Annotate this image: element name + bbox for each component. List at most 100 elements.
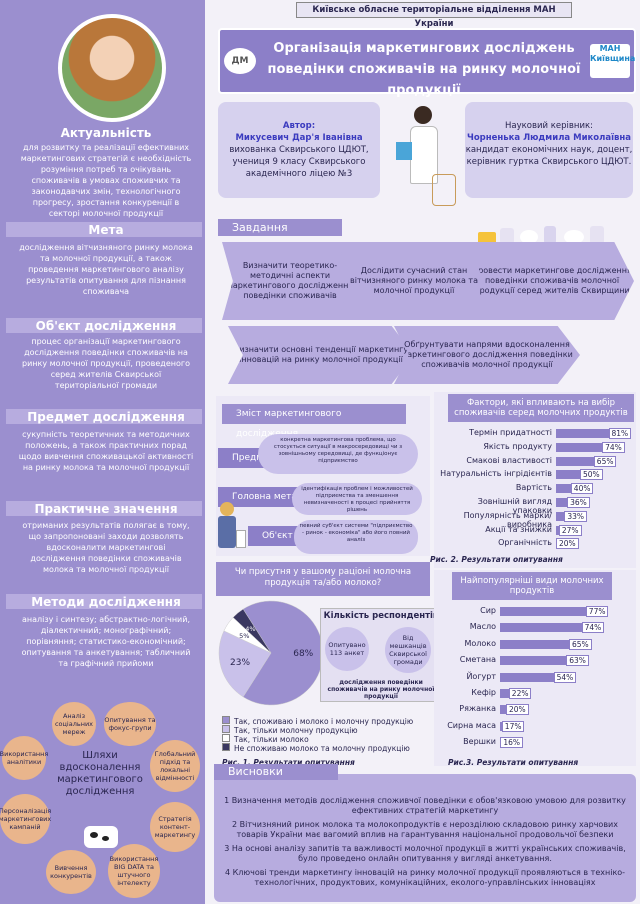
- object-title: Об'єкт дослідження: [35, 319, 177, 333]
- bar: [556, 456, 616, 466]
- bar-value: 17%: [501, 720, 525, 732]
- pie-label: 68%: [293, 649, 313, 659]
- bar-value: 77%: [585, 606, 609, 617]
- bar-label: Термін придатності: [469, 428, 552, 437]
- legend-item: Так, тільки молочну продукцію: [222, 725, 358, 735]
- popular-title: Найпопулярніші види молочних продуктів: [452, 572, 612, 600]
- bar: [500, 623, 604, 633]
- author-label: Автор:: [282, 121, 316, 131]
- way-item: Опитування та фокус-групи: [104, 702, 156, 746]
- pie-label: 4%: [245, 625, 255, 633]
- way-item: Аналіз соціальних мереж: [52, 702, 96, 746]
- legend-item: Не споживаю молоко та молочну продукцію: [222, 743, 410, 753]
- cow-illustration: [84, 826, 118, 848]
- goal-band: [6, 222, 202, 237]
- woman-illustration: [392, 102, 458, 222]
- legend-label: Так, тільки молоко: [234, 735, 309, 744]
- org-bar: Київське обласне територіальне відділенн…: [296, 2, 572, 29]
- conclusion-item: 4 Ключові тренди маркетингу інновацій на…: [224, 868, 626, 887]
- way-item: Глобальний підхід та локальні відмінност…: [150, 740, 200, 792]
- supervisor-desc: кандидат економічних наук, доцент, керів…: [465, 145, 633, 167]
- bar-value: 20%: [506, 704, 529, 716]
- bar-label: Йогурт: [466, 671, 496, 681]
- goal-title: Мета: [88, 223, 124, 237]
- bar-label: Ряжанка: [459, 704, 496, 714]
- popular-caption: Рис.3. Результати опитування: [448, 758, 579, 767]
- way-item: Використання BIG DATA та штучного інтеле…: [108, 844, 160, 898]
- legend-label: Так, тільки молочну продукцію: [234, 726, 358, 735]
- task-4: Визначити основні тенденції маркетингу і…: [228, 326, 414, 384]
- bar-value: 20%: [556, 538, 579, 550]
- goal-text: дослідження вітчизняного ринку молока та…: [19, 243, 193, 296]
- respondents-from: Від мешканців Сквирської громади: [385, 627, 431, 673]
- bar-label: Акції та знижки: [485, 524, 552, 534]
- way-item: Вивчення конкурентів: [46, 850, 96, 894]
- subject-title: Предмет дослідження: [27, 410, 185, 424]
- content-text-goal: ідентифікація проблем і можливостей підп…: [292, 483, 422, 515]
- bar-value: 36%: [567, 497, 590, 508]
- practical-text: отриманих результатів полягає в тому, що…: [22, 521, 190, 574]
- author-photo: [58, 14, 166, 122]
- bar-value: 40%: [570, 483, 594, 495]
- task-1: Визначити теоретико-методичні аспекти ма…: [222, 242, 358, 320]
- author-desc: вихованка Сквирського ЦДЮТ, учениця 9 кл…: [229, 145, 369, 179]
- bar-label: Кефір: [471, 688, 496, 697]
- bar: [556, 429, 631, 438]
- bar-label: Сметана: [459, 655, 496, 665]
- practical-band: [6, 501, 202, 516]
- task-5: Обґрунтувати напрями вдосконалення марке…: [394, 326, 580, 384]
- task-2: Дослідити сучасний стан вітчизняного рин…: [338, 242, 490, 320]
- respondents-note: дослідження поведінки споживачів на ринк…: [327, 679, 435, 700]
- legend-swatch: [222, 716, 230, 724]
- author-card: Автор: Микусевич Дар'я Іванівна вихованк…: [218, 102, 380, 198]
- relevance-text: для розвитку та реалізації ефективних ма…: [20, 143, 192, 218]
- title-box: ДМ Організація маркетингових досліджень …: [218, 28, 636, 98]
- bar-value: 22%: [508, 688, 532, 699]
- bar-value: 74%: [602, 441, 625, 453]
- bar-value: 65%: [593, 455, 617, 467]
- legend-label: Не споживаю молоко та молочну продукцію: [234, 744, 410, 753]
- bar-label: Вершки: [463, 737, 496, 747]
- ways-center: Шляхи вдосконалення маркетингового дослі…: [57, 750, 143, 797]
- respondents-title: Кількість респондентів: [323, 611, 439, 621]
- bar-value: 27%: [558, 524, 582, 536]
- way-item: Персоналізація маркетингових кампаній: [0, 794, 51, 844]
- methods-title: Методи дослідження: [31, 595, 181, 609]
- supervisor-label: Науковий керівник:: [505, 121, 593, 131]
- legend-item: Так, споживаю і молоко і молочну продукц…: [222, 716, 413, 726]
- subject-band: [6, 409, 202, 424]
- object-text: процес організації маркетингового дослід…: [22, 337, 190, 390]
- bar-label: Смакові властивості: [466, 455, 552, 465]
- pie-question: Чи присутня у вашому раціоні молочна про…: [216, 562, 430, 596]
- bar: [556, 470, 602, 480]
- bar: [556, 442, 625, 452]
- pie-slice: [218, 630, 272, 698]
- bar: [500, 656, 589, 666]
- conclusion-item: 3 На основі аналізу запитів та важливост…: [224, 844, 626, 863]
- pie-caption: Рис. 1. Результати опитування: [222, 758, 355, 767]
- bar-label: Вартість: [515, 483, 552, 493]
- bar-label: Натуральність інгрідієнтів: [440, 469, 552, 479]
- pie-slice: [232, 608, 272, 654]
- bar: [500, 639, 591, 649]
- dairy-icons: [478, 226, 628, 246]
- legend-label: Так, споживаю і молоко і молочну продукц…: [234, 717, 414, 726]
- milkmaid-illustration: [210, 500, 246, 558]
- methods-band: [6, 594, 202, 609]
- bar-value: 33%: [564, 510, 588, 522]
- bar-value: 81%: [608, 428, 632, 439]
- bar-value: 74%: [581, 622, 605, 634]
- object-band: [6, 318, 202, 333]
- bar-value: 16%: [500, 737, 524, 749]
- logo-right: МАН Київщина: [590, 44, 635, 78]
- bar-value: 50%: [580, 469, 603, 481]
- way-item: Стратегія контент-маркетингу: [150, 802, 200, 852]
- bar: [500, 607, 608, 616]
- bar-label: Сир: [480, 606, 496, 615]
- conclusion-item: 1 Визначення методів дослідження споживч…: [224, 796, 626, 815]
- factors-title: Фактори, які впливають на вибір споживач…: [448, 394, 634, 422]
- bar-value: 65%: [569, 638, 592, 650]
- left-column: Актуальність для розвитку та реалізації …: [0, 0, 205, 904]
- pie-label: 5%: [239, 632, 249, 640]
- content-text-object: певний суб'єкт системи "підприємство - р…: [294, 520, 418, 554]
